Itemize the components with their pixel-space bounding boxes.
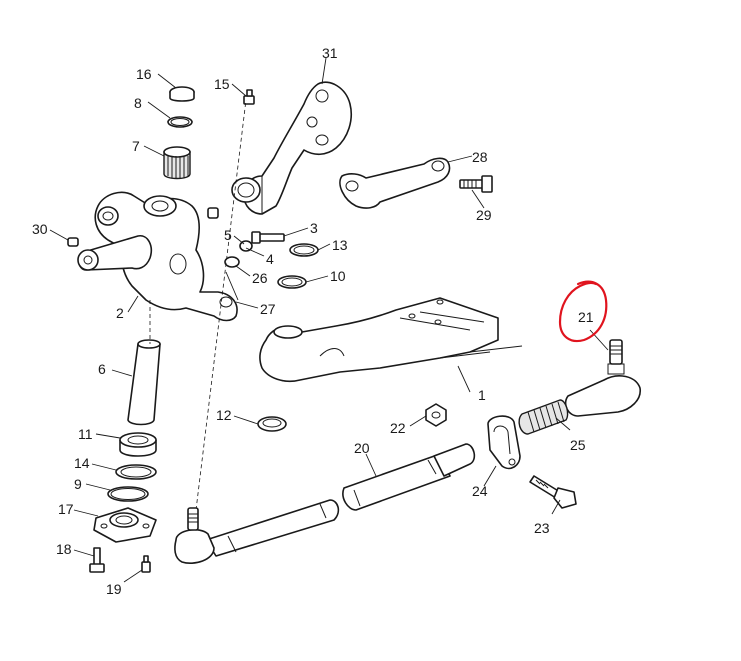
- part-steering-arm: [231, 81, 352, 215]
- callout-11: 11: [78, 426, 93, 442]
- callout-21: 21: [578, 309, 594, 325]
- assembly-axis-tierod: [195, 99, 247, 511]
- callout-14: 14: [74, 455, 90, 471]
- callout-9: 9: [74, 476, 82, 492]
- part-bolt-23: [529, 475, 577, 509]
- part-plug-30: [67, 237, 79, 247]
- part-clamp-24: [487, 415, 521, 470]
- part-tie-rod-end-right: [564, 339, 641, 417]
- callout-1: 1: [478, 387, 486, 403]
- part-bearing-11: [119, 432, 157, 457]
- part-grease-nipple-15: [243, 89, 255, 105]
- callout-17: 17: [58, 501, 74, 517]
- callout-22: 22: [390, 420, 406, 436]
- part-nut-22: [425, 403, 447, 427]
- part-threaded-sleeve-25: [518, 399, 569, 435]
- callout-30: 30: [32, 221, 48, 237]
- callout-18: 18: [56, 541, 72, 557]
- callout-20: 20: [354, 440, 370, 456]
- part-cap-16: [169, 86, 195, 102]
- callout-25: 25: [570, 437, 586, 453]
- callout-13: 13: [332, 237, 348, 253]
- part-front-axle: [259, 297, 523, 383]
- part-king-pin: [127, 339, 161, 426]
- callout-8: 8: [134, 95, 142, 111]
- callout-15: 15: [214, 76, 230, 92]
- callout-3: 3: [310, 220, 318, 236]
- callout-5: 5: [224, 227, 232, 243]
- callout-7: 7: [132, 138, 140, 154]
- callout-2: 2: [116, 305, 124, 321]
- callout-4: 4: [266, 251, 274, 267]
- part-washer-14: [115, 464, 157, 480]
- part-tie-rod-end-left: [174, 507, 215, 564]
- callout-10: 10: [330, 268, 346, 284]
- part-grease-nipple-19: [141, 555, 151, 573]
- callout-26: 26: [252, 270, 268, 286]
- callout-6: 6: [98, 361, 106, 377]
- part-tie-rod: [205, 443, 476, 557]
- callout-29: 29: [476, 207, 492, 223]
- part-oring-9: [107, 486, 149, 502]
- leader-lines: [49, 57, 609, 583]
- part-bolt-29: [459, 175, 493, 193]
- callout-24: 24: [472, 483, 488, 499]
- callout-labels: 31 16 15 8 7 28 29 30 3 5 13 4 26 10 27 …: [32, 45, 594, 597]
- part-steering-knuckle: [77, 191, 238, 322]
- part-seal-12: [257, 416, 287, 432]
- part-bolt-18: [89, 547, 105, 573]
- callout-12: 12: [216, 407, 232, 423]
- part-drag-arm: [339, 157, 451, 209]
- highlight-circle-21: [558, 280, 608, 343]
- part-bottom-cover-17: [93, 507, 157, 543]
- callout-19: 19: [106, 581, 122, 597]
- part-oring-8: [167, 116, 193, 128]
- callout-23: 23: [534, 520, 550, 536]
- part-small-items: [207, 207, 319, 301]
- callout-28: 28: [472, 149, 488, 165]
- part-bushing-7: [163, 146, 191, 180]
- callout-27: 27: [260, 301, 276, 317]
- callout-16: 16: [136, 66, 152, 82]
- callout-31: 31: [322, 45, 338, 61]
